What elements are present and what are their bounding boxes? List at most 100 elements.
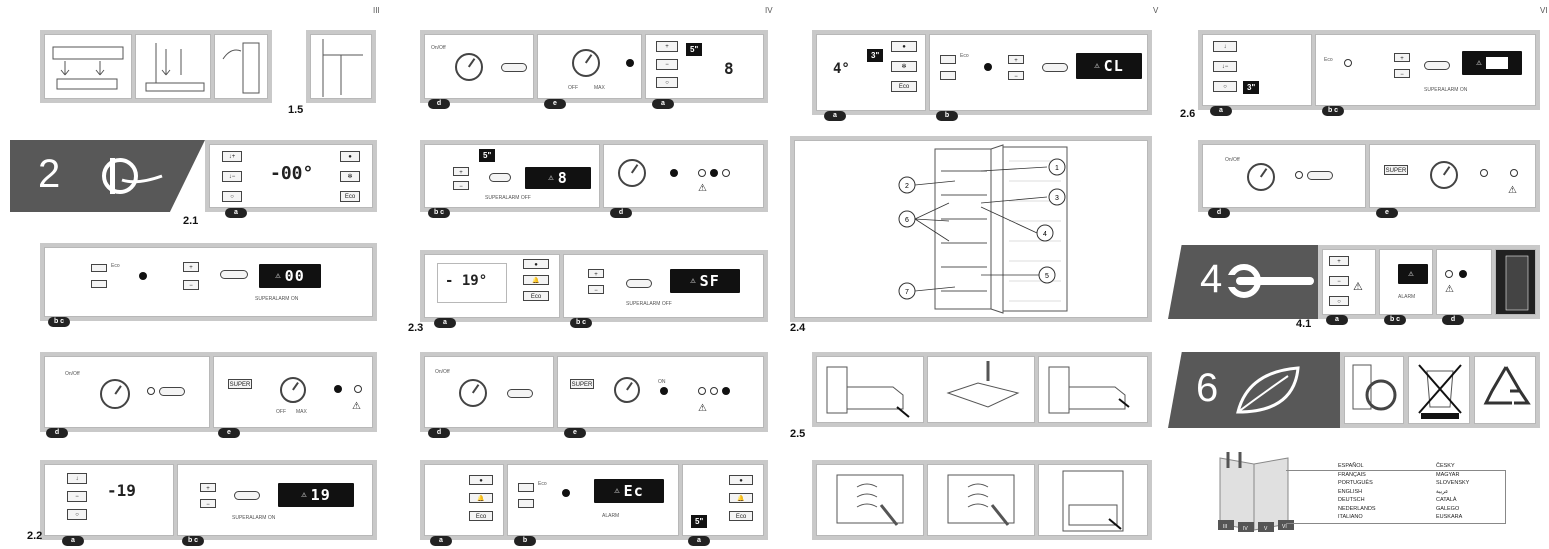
language-item[interactable]: ENGLISH <box>1338 488 1363 495</box>
lock-key[interactable] <box>91 280 107 288</box>
plus-key-v[interactable]: + <box>1008 55 1024 64</box>
badge-d-vi: d <box>1208 208 1230 218</box>
temp-down-key[interactable]: − <box>67 491 87 502</box>
knob-iv-1[interactable] <box>455 53 483 81</box>
language-item[interactable]: PORTUGUÊS <box>1338 480 1373 486</box>
super-key-iv[interactable]: SUPER <box>570 379 594 389</box>
lock-key-v[interactable]: ● <box>891 41 917 52</box>
plus-key-vi-2[interactable]: + <box>1329 256 1349 266</box>
power-button[interactable]: ○ <box>222 191 242 202</box>
power-key[interactable]: ○ <box>67 509 87 520</box>
power-key-iv[interactable]: ○ <box>656 77 678 88</box>
plus-key-2[interactable]: + <box>200 483 216 492</box>
minus-key-iv-2[interactable]: − <box>453 181 469 190</box>
minus-key[interactable]: − <box>183 280 199 290</box>
super-key-vi[interactable]: SUPER <box>1384 165 1408 175</box>
knob-iv-5[interactable] <box>614 377 640 403</box>
on-led-iv-2 <box>660 387 668 395</box>
temperature-knob[interactable] <box>100 379 130 409</box>
alarm-key-iv-3[interactable]: 🔔 <box>729 493 753 503</box>
slider-switch-2[interactable] <box>234 491 260 500</box>
temp-up-button[interactable]: ↓+ <box>222 151 242 162</box>
minus-key-2[interactable]: − <box>200 499 216 508</box>
alarm-key-iv[interactable]: 🔔 <box>523 275 549 285</box>
power-key-vi[interactable]: ○ <box>1213 81 1237 92</box>
language-item[interactable]: DEUTSCH <box>1338 497 1365 503</box>
language-item[interactable]: MAGYAR <box>1436 471 1460 478</box>
minus-key-v[interactable]: − <box>1008 71 1024 80</box>
language-item[interactable]: ITALIANO <box>1338 514 1363 520</box>
switch-iv-3[interactable] <box>626 279 652 288</box>
lock-key-v-2[interactable] <box>940 71 956 80</box>
step-1-5: 1.5 <box>288 104 304 116</box>
language-item[interactable]: SLOVENSKY <box>1436 480 1470 486</box>
temp-up-key-vi[interactable]: ↓ <box>1213 41 1237 52</box>
badge-bc-iv: b c <box>428 208 450 218</box>
language-item[interactable]: EUSKARA <box>1436 514 1463 520</box>
knob-iv-3[interactable] <box>618 159 646 187</box>
on-led <box>334 385 342 393</box>
callout-5: 5 <box>1045 273 1049 280</box>
power-key-vi-2[interactable]: ○ <box>1329 296 1349 306</box>
warning-icon-vi-2: ⚠ <box>1445 284 1454 295</box>
eco-key[interactable] <box>91 264 107 272</box>
switch-iv-1[interactable] <box>501 63 527 72</box>
plus-key-iv-3[interactable]: + <box>588 269 604 278</box>
minus-key-vi-2[interactable]: − <box>1329 276 1349 286</box>
alarm-key-v[interactable]: ✻ <box>891 61 917 72</box>
minus-key-iv-3[interactable]: − <box>588 285 604 294</box>
eco-key-iv-3[interactable] <box>518 483 534 492</box>
badge-a-iv-2: a <box>434 318 456 328</box>
eco-button[interactable]: Eco <box>340 191 360 202</box>
callout-2: 2 <box>905 183 909 190</box>
drawer-step-5 <box>927 464 1035 536</box>
switch-iv-4[interactable] <box>507 389 533 398</box>
language-item[interactable]: GALEGO <box>1436 505 1460 512</box>
eco-key-iv-2[interactable]: Eco <box>469 511 493 521</box>
knob-iv-2[interactable] <box>572 49 600 77</box>
language-item[interactable]: NEDERLANDS <box>1338 505 1376 512</box>
temp-down-button[interactable]: ↓− <box>222 171 242 182</box>
thermostat-knob[interactable] <box>280 377 306 403</box>
switch-vi-2[interactable] <box>1307 171 1333 180</box>
lock-button[interactable]: ● <box>340 151 360 162</box>
plus-key-vi[interactable]: + <box>1394 53 1410 62</box>
language-item[interactable]: FRANÇAIS <box>1338 471 1366 478</box>
language-item[interactable]: عربية <box>1436 488 1449 495</box>
knob-vi-1[interactable] <box>1247 163 1275 191</box>
page-number-v: V <box>1153 6 1159 15</box>
lock-key-iv-3[interactable] <box>518 499 534 508</box>
language-item[interactable]: ČESKY <box>1436 463 1455 469</box>
knob-vi-2[interactable] <box>1430 161 1458 189</box>
minus-key-iv[interactable]: − <box>656 59 678 70</box>
warning-icon: ⚠ <box>275 271 281 281</box>
badge-d-iv: d <box>428 99 450 109</box>
switch-v[interactable] <box>1042 63 1068 72</box>
lock-key-iv-2[interactable]: ● <box>469 475 493 485</box>
switch-iv-2[interactable] <box>489 173 511 182</box>
temp-up-key[interactable]: ↓ <box>67 473 87 484</box>
eco-key-iv[interactable]: Eco <box>523 291 549 301</box>
switch-vi[interactable] <box>1424 61 1450 70</box>
slider-switch[interactable] <box>220 270 248 279</box>
language-item[interactable]: CATALÀ <box>1436 497 1457 503</box>
plus-key[interactable]: + <box>183 262 199 272</box>
installation-door-panel <box>306 30 376 103</box>
plus-key-iv-2[interactable]: + <box>453 167 469 176</box>
temp-down-key-vi[interactable]: ↓− <box>1213 61 1237 72</box>
page-number-vi: VI <box>1540 6 1548 15</box>
superfrost-switch[interactable] <box>159 387 185 396</box>
super-button[interactable]: SUPER <box>228 379 252 389</box>
alert-icon-vi: ⚠ <box>1353 281 1363 293</box>
superfrost-button[interactable]: ✻ <box>340 171 360 182</box>
lock-key-iv[interactable]: ● <box>523 259 549 269</box>
eco-key-v-2[interactable] <box>940 55 956 64</box>
alarm-key-iv-2[interactable]: 🔔 <box>469 493 493 503</box>
plus-key-iv[interactable]: + <box>656 41 678 52</box>
eco-key-v[interactable]: Eco <box>891 81 917 92</box>
knob-iv-4[interactable] <box>459 379 487 407</box>
minus-key-vi[interactable]: − <box>1394 69 1410 78</box>
lock-key-iv-4[interactable]: ● <box>729 475 753 485</box>
eco-key-iv-4[interactable]: Eco <box>729 511 753 521</box>
language-item[interactable]: ESPAÑOL <box>1338 463 1364 469</box>
